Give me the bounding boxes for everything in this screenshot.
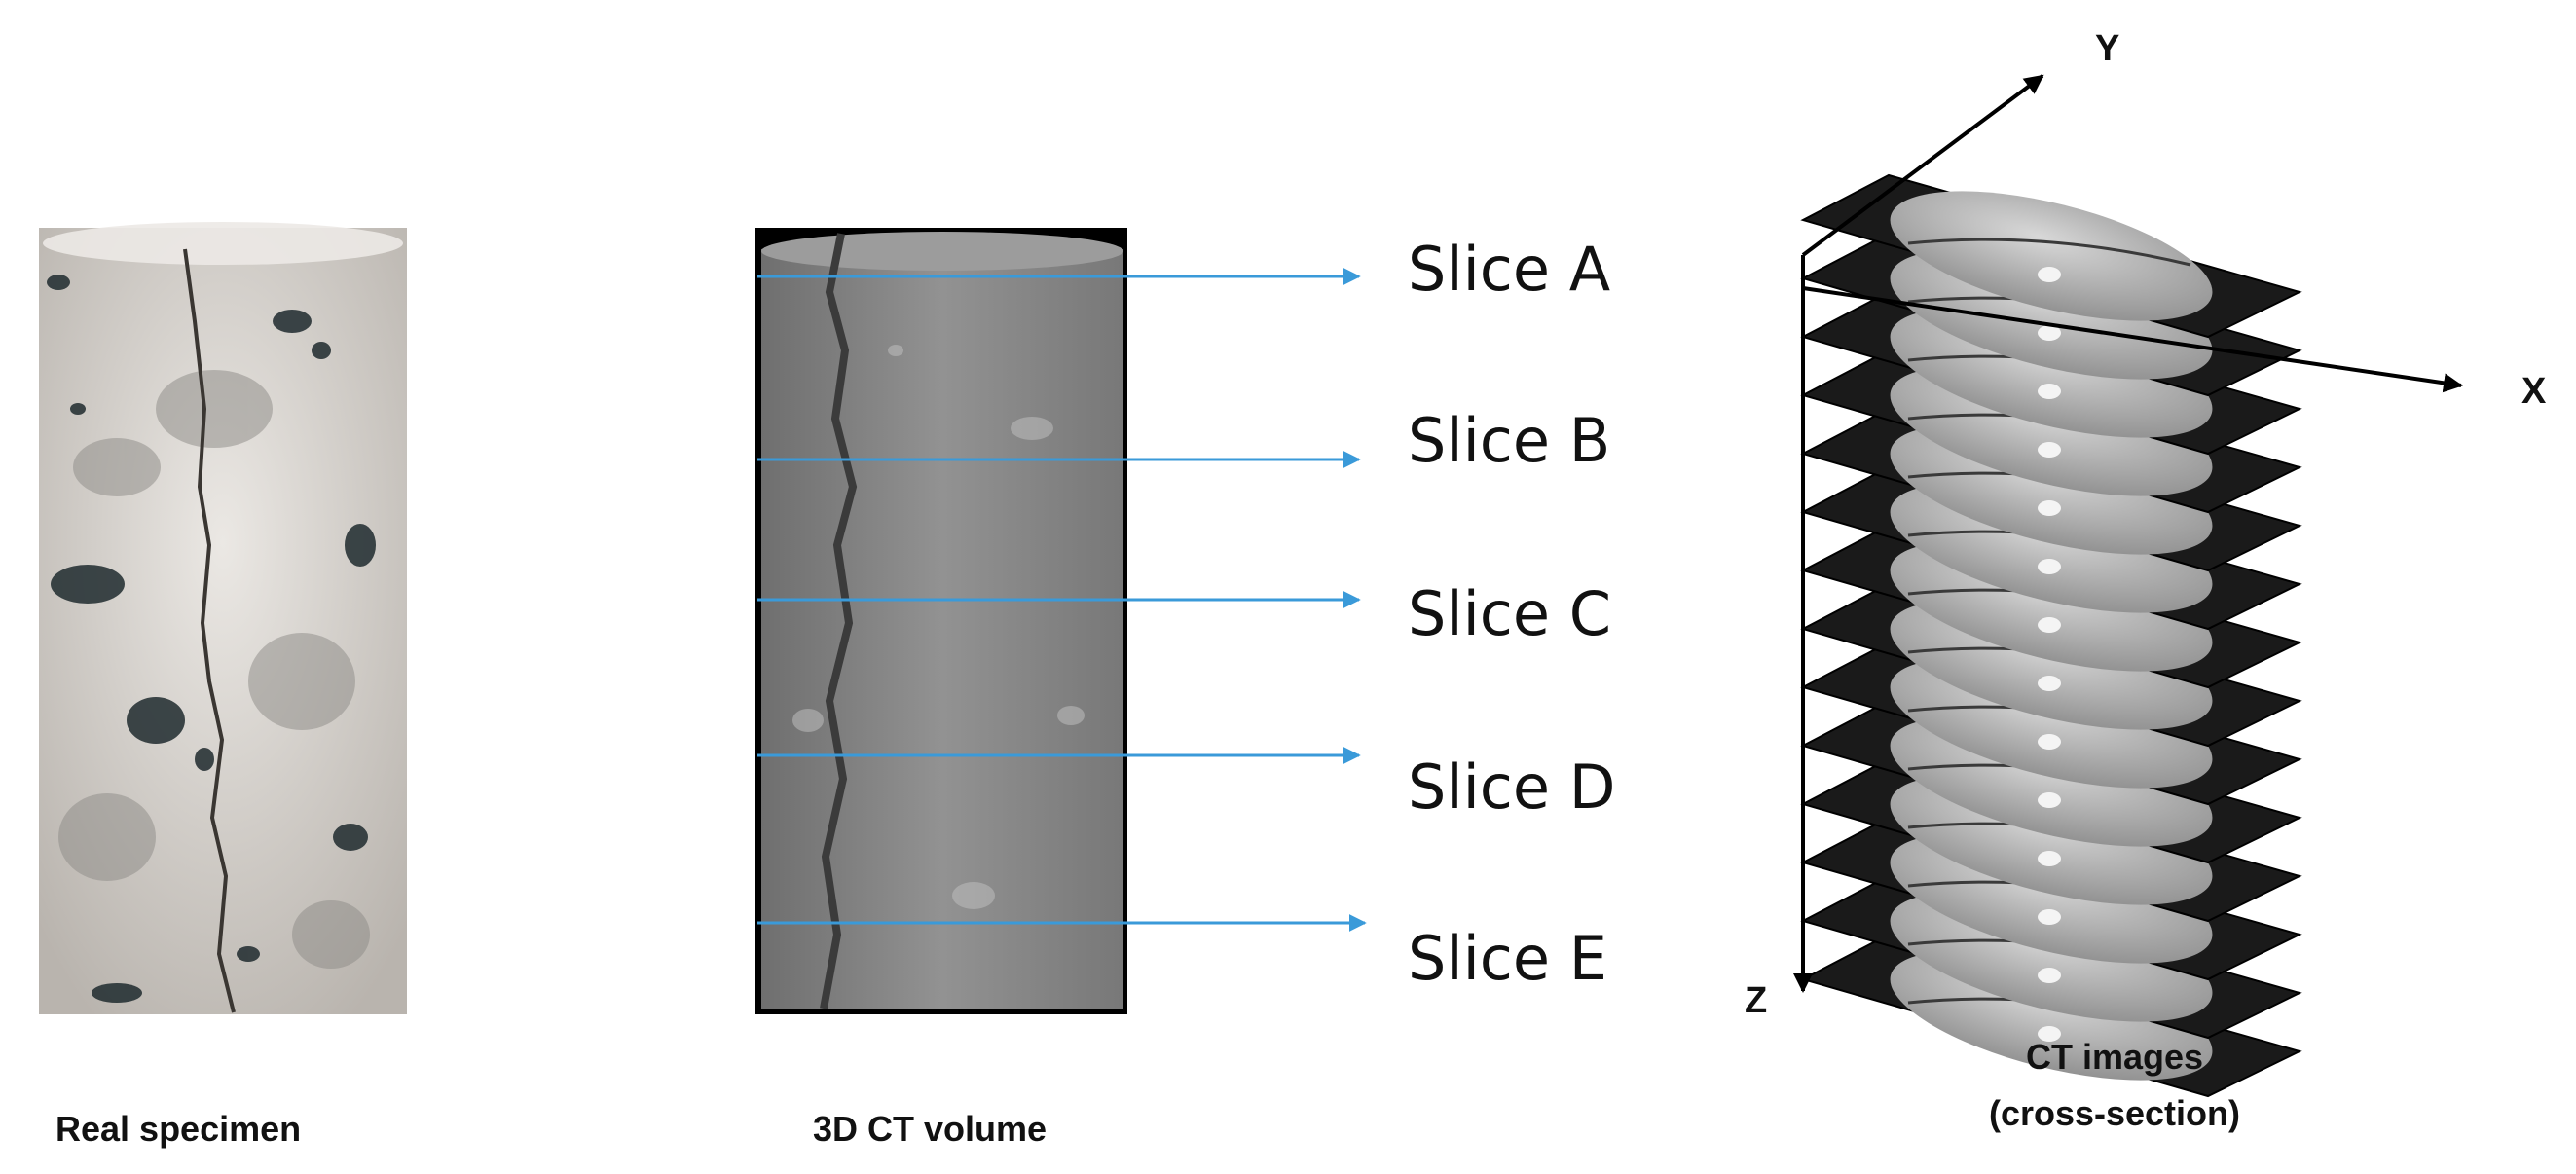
ct-bright-mineral	[2038, 325, 2061, 341]
x-axis-line	[1802, 286, 2463, 393]
ct-fracture-line	[1907, 238, 2191, 267]
y-axis-line	[1801, 74, 2044, 257]
ct-bright-mineral	[2038, 909, 2061, 925]
y-axis-label: Y	[2095, 28, 2119, 69]
ct-bright-mineral	[2038, 442, 2061, 458]
slice-a-label: Slice A	[1408, 234, 1610, 305]
ct-volume-caption: 3D CT volume	[813, 1109, 1047, 1149]
ct-bright-mineral	[2038, 617, 2061, 633]
real-specimen-caption: Real specimen	[55, 1109, 301, 1149]
slice-d-label: Slice D	[1408, 752, 1616, 823]
ct-bright-mineral	[2038, 676, 2061, 691]
ct-bright-mineral	[2038, 267, 2061, 282]
ct-layer	[1800, 173, 2302, 339]
ct-bright-mineral	[2038, 968, 2061, 983]
slice-e-label: Slice E	[1408, 923, 1607, 994]
ct-images-caption-line2: (cross-section)	[1989, 1093, 2240, 1133]
ct-image-stack	[1800, 173, 2302, 1098]
real-specimen-photo	[39, 222, 407, 1014]
ct-bright-mineral	[2038, 559, 2061, 574]
slice-b-label: Slice B	[1408, 405, 1610, 476]
ct-volume-image	[755, 228, 1127, 1014]
ct-cross-section-disc	[1890, 191, 2213, 321]
x-axis-label: X	[2521, 371, 2547, 412]
ct-bright-mineral	[2038, 500, 2061, 516]
slice-c-label: Slice C	[1408, 578, 1611, 649]
ct-bright-mineral	[2038, 851, 2061, 866]
ct-images-caption-line1: CT images	[2026, 1037, 2203, 1077]
ct-bright-mineral	[2038, 1026, 2061, 1042]
ct-bright-mineral	[2038, 792, 2061, 808]
coordinate-axes	[1793, 74, 2463, 993]
slice-arrows	[757, 268, 1367, 932]
z-axis-label: Z	[1745, 980, 1767, 1021]
ct-bright-mineral	[2038, 734, 2061, 750]
ct-bright-mineral	[2038, 384, 2061, 399]
